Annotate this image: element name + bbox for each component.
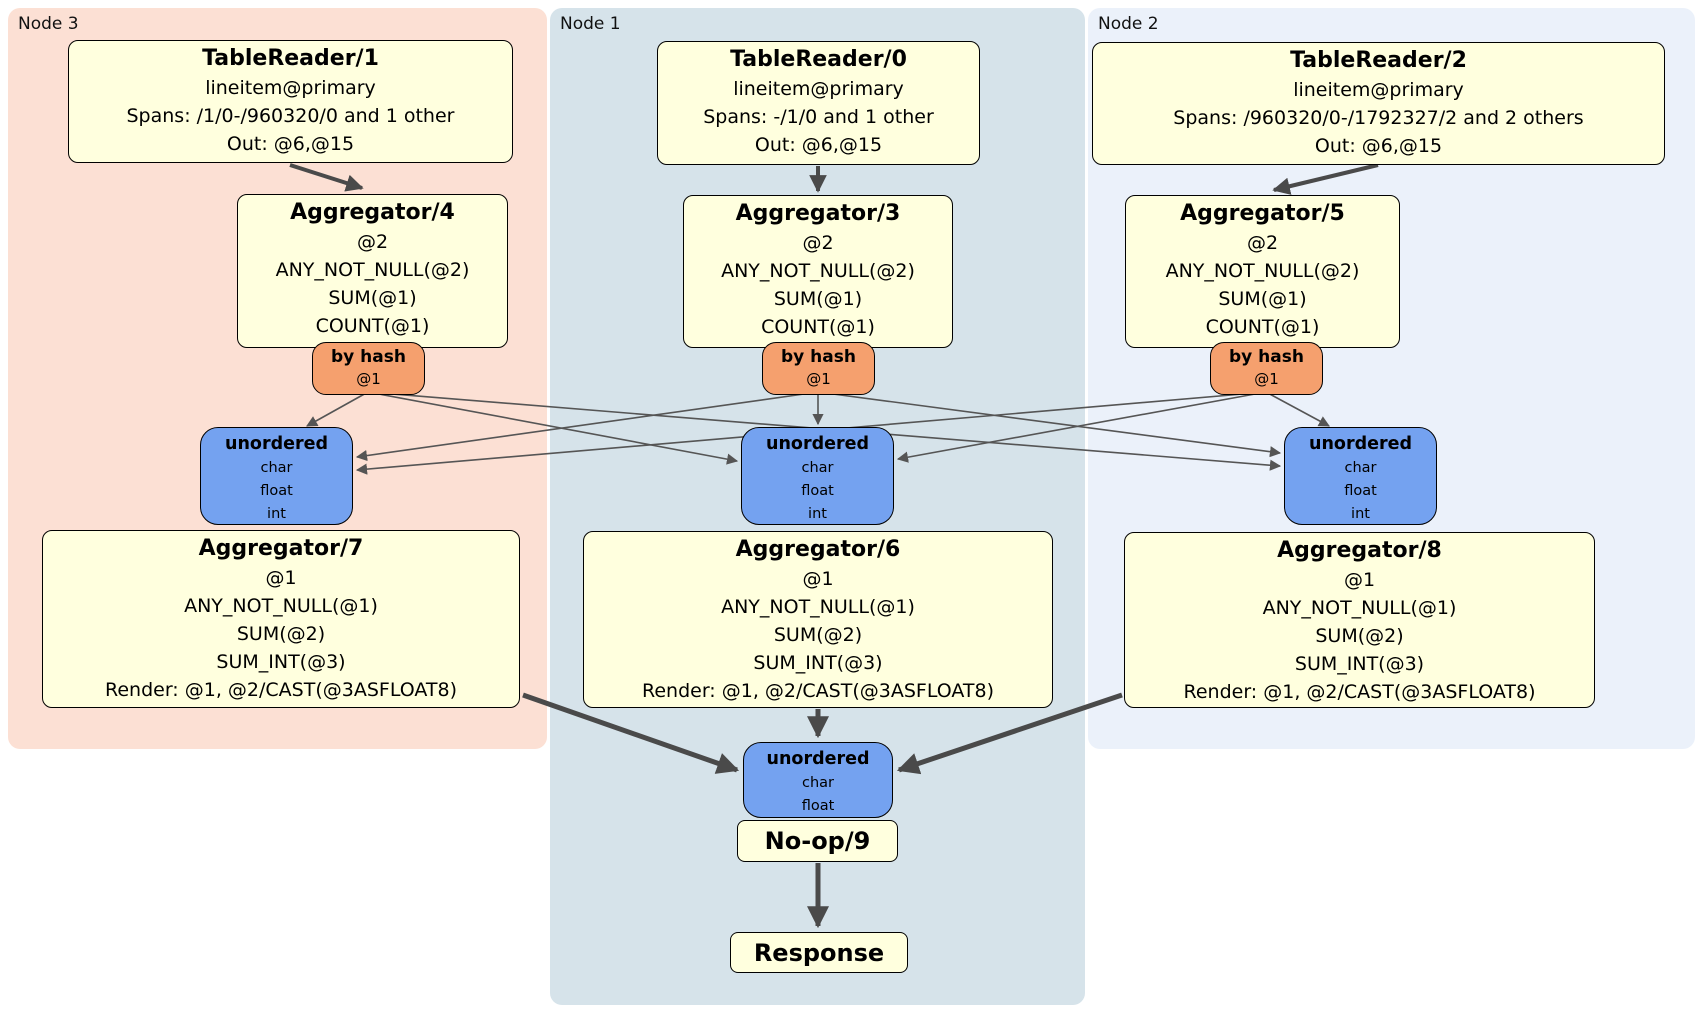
aggregator-8-line: SUM_INT(@3) [1294, 653, 1425, 675]
aggregator-5-box: Aggregator/5 @2 ANY_NOT_NULL(@2) SUM(@1)… [1125, 195, 1400, 348]
sync-column-type: char [801, 460, 834, 476]
node2-label: Node 2 [1098, 14, 1159, 34]
hash-router-node1-title: by hash [781, 347, 856, 367]
table-reader-0-out: Out: @6,@15 [754, 134, 883, 156]
edge-router3-sync3 [306, 391, 369, 427]
sync-column-type: float [801, 798, 835, 814]
aggregator-6-line: Render: @1, @2/CAST(@3ASFLOAT8) [642, 680, 994, 702]
unordered-sync-node2: unordered char float int [1284, 427, 1437, 525]
aggregator-4-box: Aggregator/4 @2 ANY_NOT_NULL(@2) SUM(@1)… [237, 194, 508, 348]
table-reader-1-title: TableReader/1 [202, 46, 379, 71]
node3-label: Node 3 [18, 14, 79, 34]
aggregator-5-line: ANY_NOT_NULL(@2) [1165, 260, 1360, 282]
table-reader-2-index: lineitem@primary [1293, 79, 1464, 101]
aggregator-5-title: Aggregator/5 [1180, 201, 1345, 226]
unordered-sync-final-title: unordered [766, 749, 870, 769]
aggregator-4-title: Aggregator/4 [290, 200, 455, 225]
response-box: Response [730, 932, 908, 973]
aggregator-4-line: @2 [356, 231, 389, 253]
aggregator-3-line: ANY_NOT_NULL(@2) [721, 260, 915, 282]
table-reader-0-box: TableReader/0 lineitem@primary Spans: -/… [657, 41, 980, 165]
aggregator-6-line: @1 [802, 568, 834, 590]
table-reader-2-spans: Spans: /960320/0-/1792327/2 and 2 others [1173, 107, 1584, 129]
aggregator-8-line: @1 [1343, 569, 1376, 591]
sync-column-type: char [801, 775, 834, 791]
unordered-sync-node2-title: unordered [1309, 434, 1412, 454]
hash-router-node3: by hash @1 [312, 342, 425, 395]
aggregator-3-line: SUM(@1) [773, 288, 863, 310]
edge-router1-sync2 [817, 391, 1282, 458]
unordered-sync-node3-title: unordered [225, 434, 328, 454]
table-reader-0-title: TableReader/0 [730, 47, 907, 72]
aggregator-7-line: SUM_INT(@3) [216, 651, 346, 673]
table-reader-0-index: lineitem@primary [733, 78, 904, 100]
sync-column-type: char [260, 460, 293, 476]
table-reader-1-box: TableReader/1 lineitem@primary Spans: /1… [68, 40, 513, 163]
edge-agg8-finalsync [896, 692, 1123, 775]
sync-column-type: float [260, 483, 293, 499]
aggregator-8-line: ANY_NOT_NULL(@1) [1262, 597, 1457, 619]
unordered-sync-node1: unordered char float int [741, 427, 894, 525]
sync-column-type: int [808, 506, 827, 522]
edge-router3-sync1 [367, 391, 739, 465]
node1-label: Node 1 [560, 14, 621, 34]
table-reader-2-out: Out: @6,@15 [1314, 135, 1443, 157]
sync-column-type: int [267, 506, 286, 522]
edge-agg7-finalsync [522, 692, 740, 774]
table-reader-1-index: lineitem@primary [205, 77, 376, 99]
aggregator-5-line: @2 [1246, 232, 1279, 254]
edge-router2-sync1 [896, 391, 1267, 463]
sync-column-type: int [1351, 506, 1370, 522]
aggregator-4-line: COUNT(@1) [315, 315, 430, 337]
aggregator-4-line: ANY_NOT_NULL(@2) [275, 259, 470, 281]
noop-9-box: No-op/9 [737, 820, 898, 862]
aggregator-6-line: SUM(@2) [773, 624, 863, 646]
aggregator-7-line: SUM(@2) [236, 623, 326, 645]
aggregator-3-line: COUNT(@1) [761, 316, 875, 338]
unordered-sync-final: unordered char float [743, 742, 893, 818]
edge-tr2-agg5 [1272, 163, 1379, 195]
aggregator-7-line: @1 [265, 567, 297, 589]
hash-router-node3-key: @1 [356, 370, 381, 388]
table-reader-1-out: Out: @6,@15 [226, 133, 355, 155]
edge-router1-sync3 [355, 391, 819, 462]
sync-column-type: float [801, 483, 834, 499]
aggregator-8-line: Render: @1, @2/CAST(@3ASFLOAT8) [1183, 681, 1536, 703]
aggregator-7-box: Aggregator/7 @1 ANY_NOT_NULL(@1) SUM(@2)… [42, 530, 520, 708]
unordered-sync-node1-title: unordered [766, 434, 869, 454]
aggregator-7-title: Aggregator/7 [198, 536, 364, 561]
hash-router-node2-title: by hash [1229, 347, 1304, 367]
hash-router-node2-key: @1 [1254, 370, 1279, 388]
aggregator-6-line: ANY_NOT_NULL(@1) [721, 596, 915, 618]
aggregator-6-box: Aggregator/6 @1 ANY_NOT_NULL(@1) SUM(@2)… [583, 531, 1053, 708]
table-reader-1-spans: Spans: /1/0-/960320/0 and 1 other [126, 105, 455, 127]
aggregator-8-line: SUM(@2) [1315, 625, 1404, 647]
aggregator-6-title: Aggregator/6 [735, 537, 901, 562]
aggregator-3-box: Aggregator/3 @2 ANY_NOT_NULL(@2) SUM(@1)… [683, 195, 953, 348]
aggregator-5-line: COUNT(@1) [1205, 316, 1320, 338]
sync-column-type: float [1344, 483, 1377, 499]
aggregator-4-line: SUM(@1) [328, 287, 417, 309]
table-reader-2-title: TableReader/2 [1290, 48, 1467, 73]
aggregator-3-title: Aggregator/3 [735, 201, 901, 226]
aggregator-3-line: @2 [802, 232, 834, 254]
aggregator-7-line: ANY_NOT_NULL(@1) [184, 595, 378, 617]
sync-column-type: char [1344, 460, 1377, 476]
edge-router2-sync2 [1265, 391, 1330, 427]
hash-router-node2: by hash @1 [1210, 342, 1323, 395]
hash-router-node1: by hash @1 [762, 342, 875, 395]
aggregator-8-box: Aggregator/8 @1 ANY_NOT_NULL(@1) SUM(@2)… [1124, 532, 1595, 708]
hash-router-node1-key: @1 [806, 370, 831, 388]
aggregator-6-line: SUM_INT(@3) [753, 652, 883, 674]
hash-router-node3-title: by hash [331, 347, 406, 367]
table-reader-0-spans: Spans: -/1/0 and 1 other [703, 106, 934, 128]
edge-tr1-agg4 [289, 163, 364, 192]
unordered-sync-node3: unordered char float int [200, 427, 353, 525]
aggregator-7-line: Render: @1, @2/CAST(@3ASFLOAT8) [105, 679, 457, 701]
aggregator-5-line: SUM(@1) [1218, 288, 1307, 310]
aggregator-8-title: Aggregator/8 [1277, 538, 1442, 563]
table-reader-2-box: TableReader/2 lineitem@primary Spans: /9… [1092, 42, 1665, 165]
